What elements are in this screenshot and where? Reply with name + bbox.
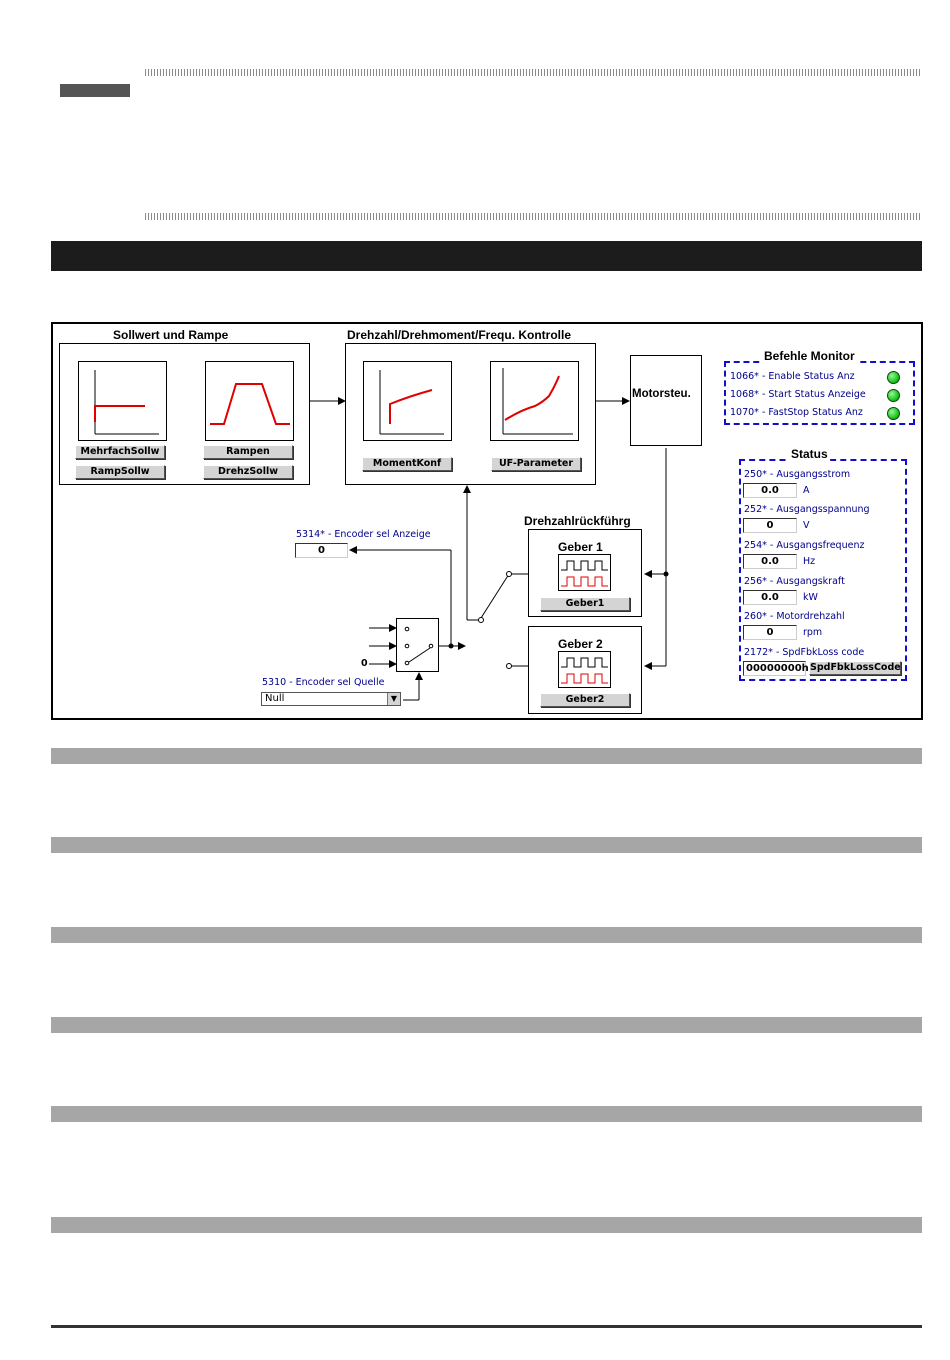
section-bar-4 [51, 1017, 922, 1033]
status-power-unit: kW [803, 592, 818, 603]
status-power-value: 0.0 [743, 590, 797, 605]
spd-fbk-loss-code-button[interactable]: SpdFbkLossCode [809, 661, 901, 675]
encoder-selector-switch [396, 618, 439, 672]
monitor-faststop-label: 1070* - FastStop Status Anz [730, 407, 863, 418]
section-bar-5 [51, 1106, 922, 1122]
status-voltage-unit: V [803, 520, 810, 531]
rampen-button[interactable]: Rampen [203, 445, 293, 459]
geber1-button[interactable]: Geber1 [540, 597, 630, 611]
status-speed-unit: rpm [803, 627, 823, 638]
monitor-start-label: 1068* - Start Status Anzeige [730, 389, 866, 400]
drehz-sollw-button[interactable]: DrehzSollw [203, 465, 293, 479]
status-current-value: 0.0 [743, 483, 797, 498]
section-bar-2 [51, 837, 922, 853]
header-rule-bottom [145, 213, 922, 220]
header-rule-top [145, 69, 922, 76]
status-current-unit: A [803, 485, 810, 496]
start-status-led [887, 389, 900, 402]
status-speed-label: 260* - Motordrehzahl [744, 611, 845, 622]
status-frequency-label: 254* - Ausgangsfrequenz [744, 540, 865, 551]
uf-parameter-button[interactable]: UF-Parameter [491, 457, 581, 471]
chevron-down-icon[interactable]: ▼ [387, 693, 400, 705]
section-bar-3 [51, 927, 922, 943]
ramp-sollw-button[interactable]: RampSollw [75, 465, 165, 479]
torque-config-plot [363, 361, 452, 441]
encoder-source-label: 5310 - Encoder sel Quelle [262, 677, 385, 688]
connector-lines [167, 397, 669, 701]
setpoint-group-title: Sollwert und Rampe [113, 328, 229, 342]
status-voltage-value: 0 [743, 518, 797, 533]
encoder1-title: Geber 1 [558, 540, 603, 554]
encoder2-signal-icon [558, 651, 611, 688]
status-frequency-value: 0.0 [743, 554, 797, 569]
command-monitor-title: Befehle Monitor [762, 349, 857, 363]
mehrfach-sollw-button[interactable]: MehrfachSollw [75, 445, 165, 459]
status-speed-value: 0 [743, 625, 797, 640]
selector-zero-input: 0 [361, 658, 368, 669]
ramp-plot [205, 361, 294, 441]
footer-rule [51, 1325, 922, 1328]
status-voltage-label: 252* - Ausgangsspannung [744, 504, 870, 515]
encoder2-title: Geber 2 [558, 637, 603, 651]
status-loss-code-label: 2172* - SpdFbkLoss code [744, 647, 865, 658]
status-loss-code-value: 00000000h [743, 661, 809, 676]
status-power-label: 256* - Ausgangskraft [744, 576, 845, 587]
faststop-status-led [887, 407, 900, 420]
status-title: Status [789, 447, 830, 461]
enable-status-led [887, 371, 900, 384]
encoder-source-select[interactable]: Null ▼ [261, 692, 401, 706]
multi-setpoint-plot [78, 361, 167, 441]
encoder-display-label: 5314* - Encoder sel Anzeige [296, 529, 431, 540]
status-current-label: 250* - Ausgangsstrom [744, 469, 851, 480]
encoder1-signal-icon [558, 554, 611, 591]
encoder-display-value: 0 [295, 543, 348, 558]
motor-control-label: Motorsteu. [632, 388, 691, 400]
section-bar-1 [51, 748, 922, 764]
drive-overview-panel: Sollwert und Rampe MehrfachSollw RampSol… [51, 322, 923, 720]
motor-control-block[interactable] [630, 355, 702, 446]
section-bar-6 [51, 1217, 922, 1233]
monitor-enable-label: 1066* - Enable Status Anz [730, 371, 855, 382]
status-frequency-unit: Hz [803, 556, 816, 567]
moment-konf-button[interactable]: MomentKonf [362, 457, 452, 471]
header-tab-marker [60, 84, 130, 97]
uf-parameter-plot [490, 361, 579, 441]
encoder-source-value: Null [265, 693, 285, 704]
feedback-title: Drehzahlrückführg [524, 514, 631, 528]
geber2-button[interactable]: Geber2 [540, 693, 630, 707]
control-group-title: Drehzahl/Drehmoment/Frequ. Kontrolle [347, 328, 572, 342]
section-title-bar [51, 241, 922, 271]
